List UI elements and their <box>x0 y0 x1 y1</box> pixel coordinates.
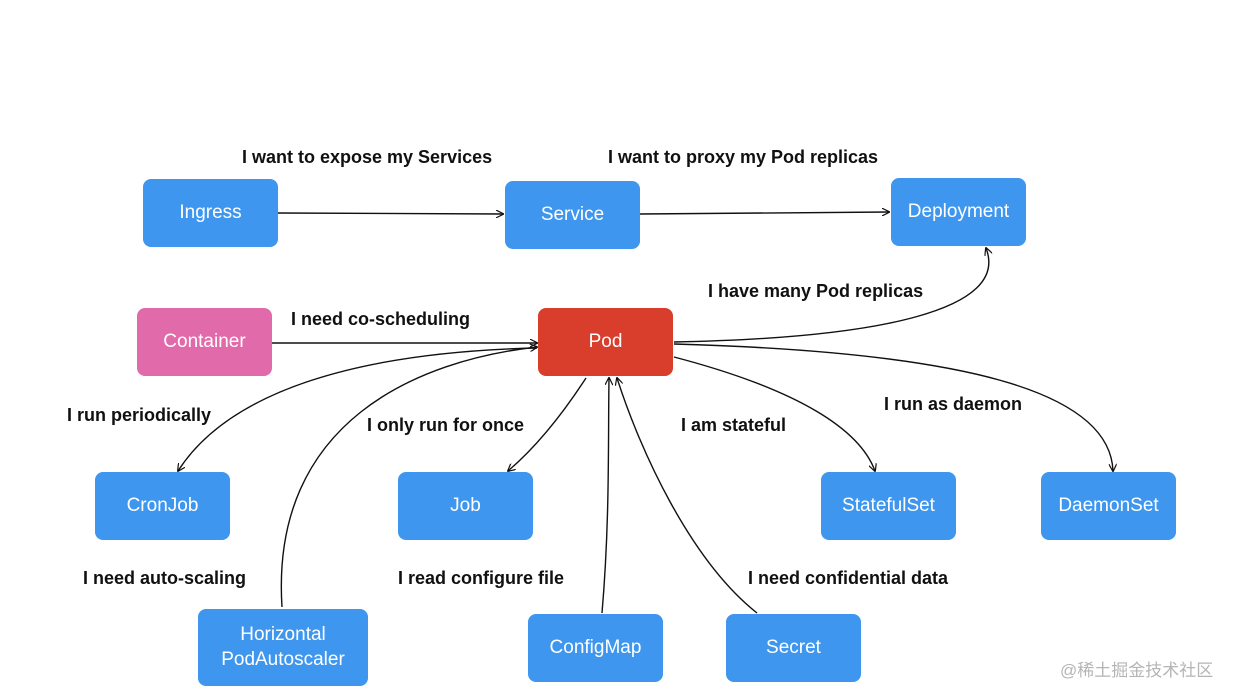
ingress-node: Ingress <box>143 179 278 247</box>
cronjob-node: CronJob <box>95 472 230 540</box>
label-expose-services: I want to expose my Services <box>242 147 493 167</box>
edge-pod-daemonset <box>673 343 1113 471</box>
pod-node: Pod <box>538 308 673 376</box>
label-daemon: I run as daemon <box>884 394 1023 414</box>
job-node: Job <box>398 472 533 540</box>
edge-service-deployment <box>639 212 889 214</box>
edge-ingress-service <box>277 213 503 214</box>
label-confidential: I need confidential data <box>748 568 949 588</box>
service-node: Service <box>505 181 640 249</box>
label-auto-scaling: I need auto-scaling <box>83 568 247 588</box>
edge-configmap-pod <box>601 378 609 614</box>
edge-pod-deployment <box>673 248 989 343</box>
edge-pod-statefulset <box>673 356 875 471</box>
label-run-once: I only run for once <box>367 415 525 435</box>
label-proxy-replicas: I want to proxy my Pod replicas <box>608 147 879 167</box>
label-stateful: I am stateful <box>681 415 787 435</box>
label-many-replicas: I have many Pod replicas <box>708 281 924 301</box>
edge-hpa-pod <box>280 347 537 608</box>
label-co-scheduling: I need co-scheduling <box>291 309 471 329</box>
container-node: Container <box>137 308 272 376</box>
secret-node: Secret <box>726 614 861 682</box>
watermark: @稀土掘金技术社区 <box>1060 661 1214 680</box>
label-run-periodically: I run periodically <box>67 405 212 425</box>
daemonset-node: DaemonSet <box>1041 472 1176 540</box>
configmap-node: ConfigMap <box>528 614 663 682</box>
edge-secret-pod <box>617 378 758 614</box>
hpa-node: Horizontal PodAutoscaler <box>198 609 368 686</box>
edge-pod-job <box>508 377 587 471</box>
deployment-node: Deployment <box>891 178 1026 246</box>
label-configure-file: I read configure file <box>398 568 565 588</box>
statefulset-node: StatefulSet <box>821 472 956 540</box>
edge-pod-cronjob <box>178 347 538 471</box>
